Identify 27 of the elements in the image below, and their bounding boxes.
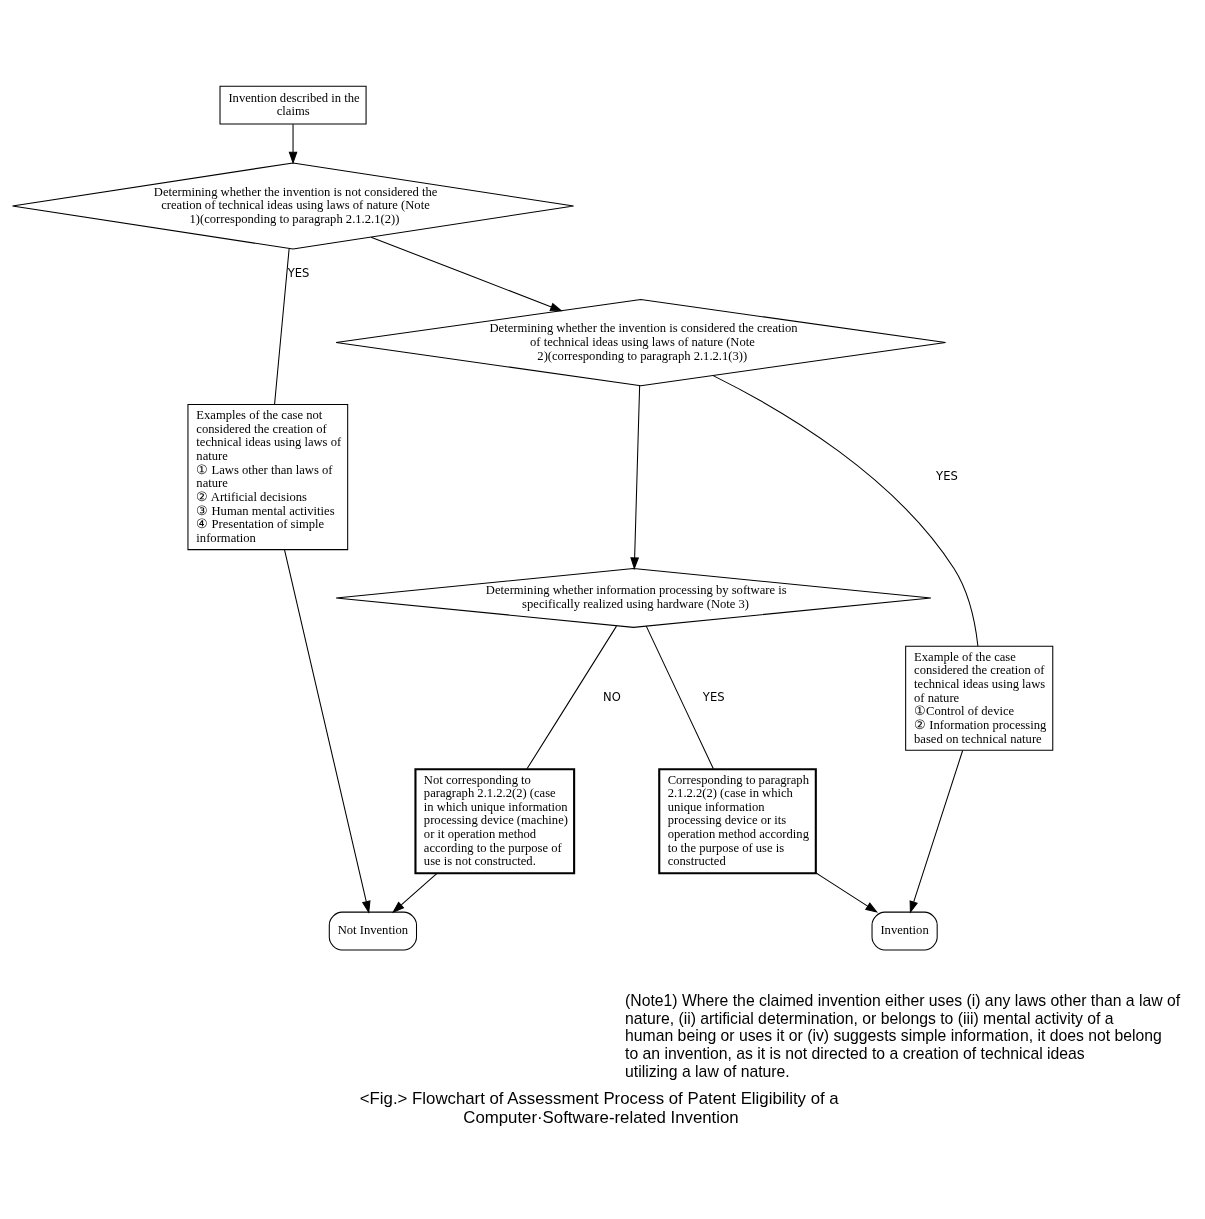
node-box: Examples of the case not considered the creation of technical ideas using laws of nature ① Laws other than laws of nature ② Artificial decisions ③ Human mental activities ④ Presentation of simple information bbox=[187, 404, 349, 551]
node-box: Invention bbox=[871, 911, 938, 951]
arrow bbox=[283, 549, 371, 914]
arrow bbox=[370, 236, 563, 312]
node-diamond: Determining whether information processing by software is specifically realized using hardware (Note 3) bbox=[335, 568, 932, 628]
caption: <Fig.> Flowchart of Assessment Process of Patent Eligibility of a Computer·Software-related Invention bbox=[359, 1089, 839, 1128]
node-diamond: Determining whether the invention is considered the creation of technical ideas using laws of nature (Note 2)(corresponding to paragraph 2.1.2.1(3)) bbox=[335, 298, 947, 387]
node-diamond: Determining whether the invention is not considered the creation of technical ideas using laws of nature (Note 1)(corresponding to paragraph 2.1.2.1(2)) bbox=[11, 162, 575, 250]
connector bbox=[712, 375, 979, 647]
node-box: Not corresponding to paragraph 2.1.2.2(2) (case in which unique information processing device (machine) or it operation method according to the purpose of use is not constructed. bbox=[414, 768, 576, 875]
arrow bbox=[630, 385, 641, 571]
edge-label: NO bbox=[603, 690, 621, 705]
arrow bbox=[392, 872, 438, 914]
connector bbox=[645, 625, 714, 770]
connector bbox=[526, 625, 617, 770]
label: (Note1) Where the claimed invention either uses (i) any laws other than a law of nature, (ii) artificial determination, or belongs to (iii) mental activity of a human being or uses it or (iv) suggests simple information, it does not belong to an invention, as it is not directed to a creation of technical ideas utilizing a law of nature. bbox=[625, 991, 1181, 1081]
edge-label: YES bbox=[936, 469, 958, 484]
arrow bbox=[288, 123, 298, 165]
connector bbox=[274, 247, 290, 405]
node-box: Example of the case considered the creation of technical ideas using laws of nature ①Control of device ② Information processing based on technical nature bbox=[905, 645, 1054, 751]
node-box: Not Invention bbox=[328, 911, 418, 951]
arrow bbox=[909, 750, 964, 914]
node-box: Corresponding to paragraph 2.1.2.2(2) (case in which unique information processing device or its operation method according to the purpose of use is constructed bbox=[658, 768, 817, 875]
edge-label: YES bbox=[702, 690, 725, 705]
node-box: Invention described in the claims bbox=[219, 85, 367, 125]
arrow bbox=[815, 872, 878, 913]
edge-label: YES bbox=[287, 266, 310, 281]
